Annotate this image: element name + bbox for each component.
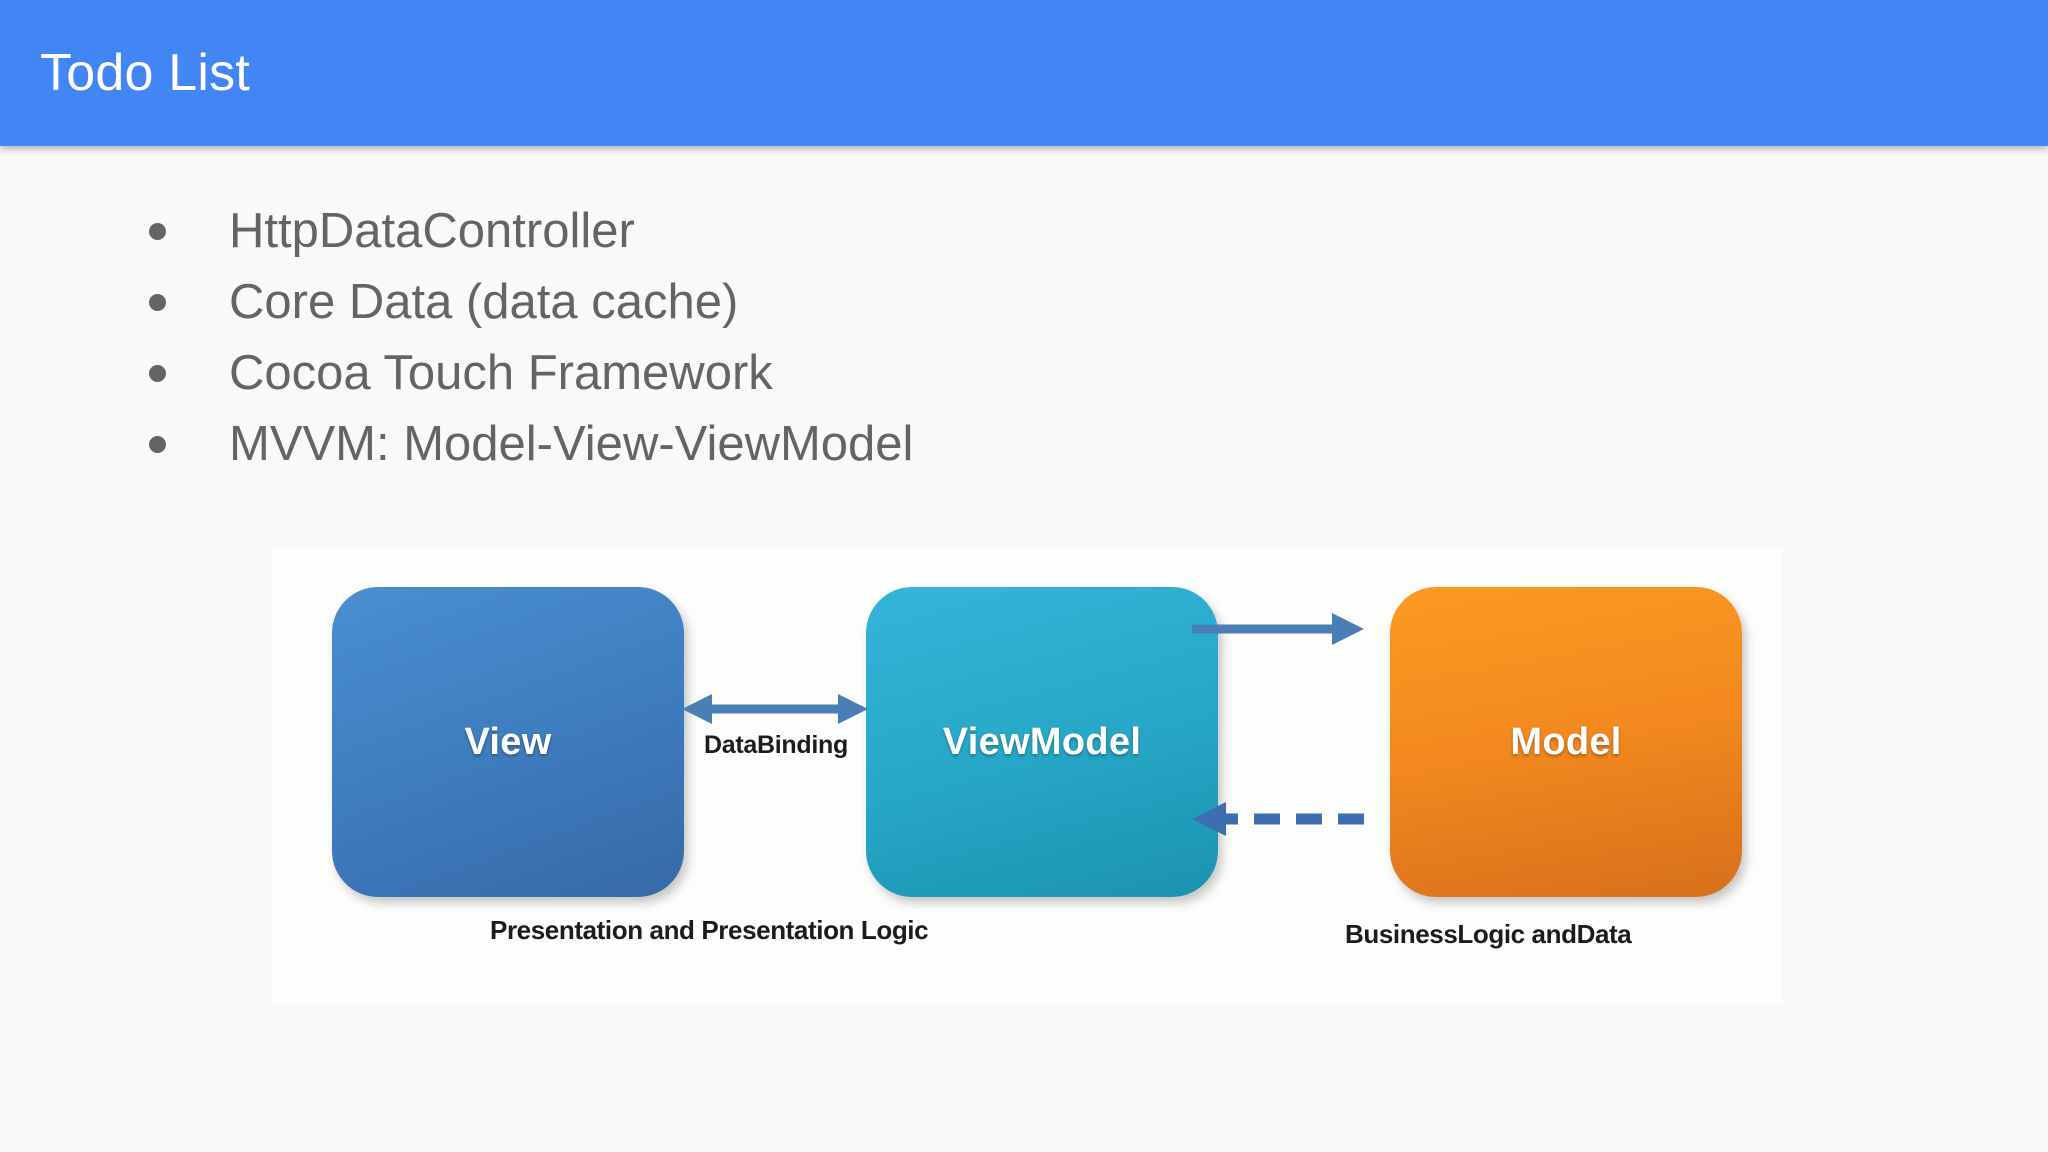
- list-item: Cocoa Touch Framework: [136, 338, 1636, 409]
- diagram-node-view: View: [332, 587, 684, 897]
- diagram-caption-right: BusinessLogic andData: [1345, 919, 1632, 949]
- databinding-arrow-icon: [682, 694, 868, 724]
- page-title: Todo List: [40, 44, 250, 102]
- list-item: Core Data (data cache): [136, 267, 1636, 338]
- viewmodel-to-model-arrow-icon: [1192, 613, 1364, 645]
- diagram-node-model: Model: [1390, 587, 1742, 897]
- list-item: MVVM: Model-View-ViewModel: [136, 409, 1636, 480]
- mvvm-diagram: View ViewModel Model DataBinding Present…: [272, 549, 1782, 1003]
- list-item-label: HttpDataController: [229, 204, 635, 258]
- bullet-dot-icon: [149, 294, 166, 311]
- bullet-dot-icon: [149, 436, 166, 453]
- todo-list: HttpDataController Core Data (data cache…: [136, 196, 1636, 480]
- diagram-node-viewmodel: ViewModel: [866, 587, 1218, 897]
- app-bar: Todo List: [0, 0, 2048, 146]
- diagram-node-view-label: View: [464, 720, 552, 763]
- list-item-label: Cocoa Touch Framework: [229, 346, 773, 400]
- databinding-label: DataBinding: [704, 731, 848, 759]
- list-item-label: MVVM: Model-View-ViewModel: [229, 417, 914, 471]
- list-item-label: Core Data (data cache): [229, 275, 739, 329]
- diagram-caption-left: Presentation and Presentation Logic: [490, 915, 929, 945]
- bullet-dot-icon: [149, 365, 166, 382]
- list-item: HttpDataController: [136, 196, 1636, 267]
- bullet-dot-icon: [149, 223, 166, 240]
- diagram-node-viewmodel-label: ViewModel: [942, 720, 1142, 763]
- model-to-viewmodel-dashed-arrow-icon: [1192, 802, 1364, 836]
- diagram-node-model-label: Model: [1510, 720, 1622, 763]
